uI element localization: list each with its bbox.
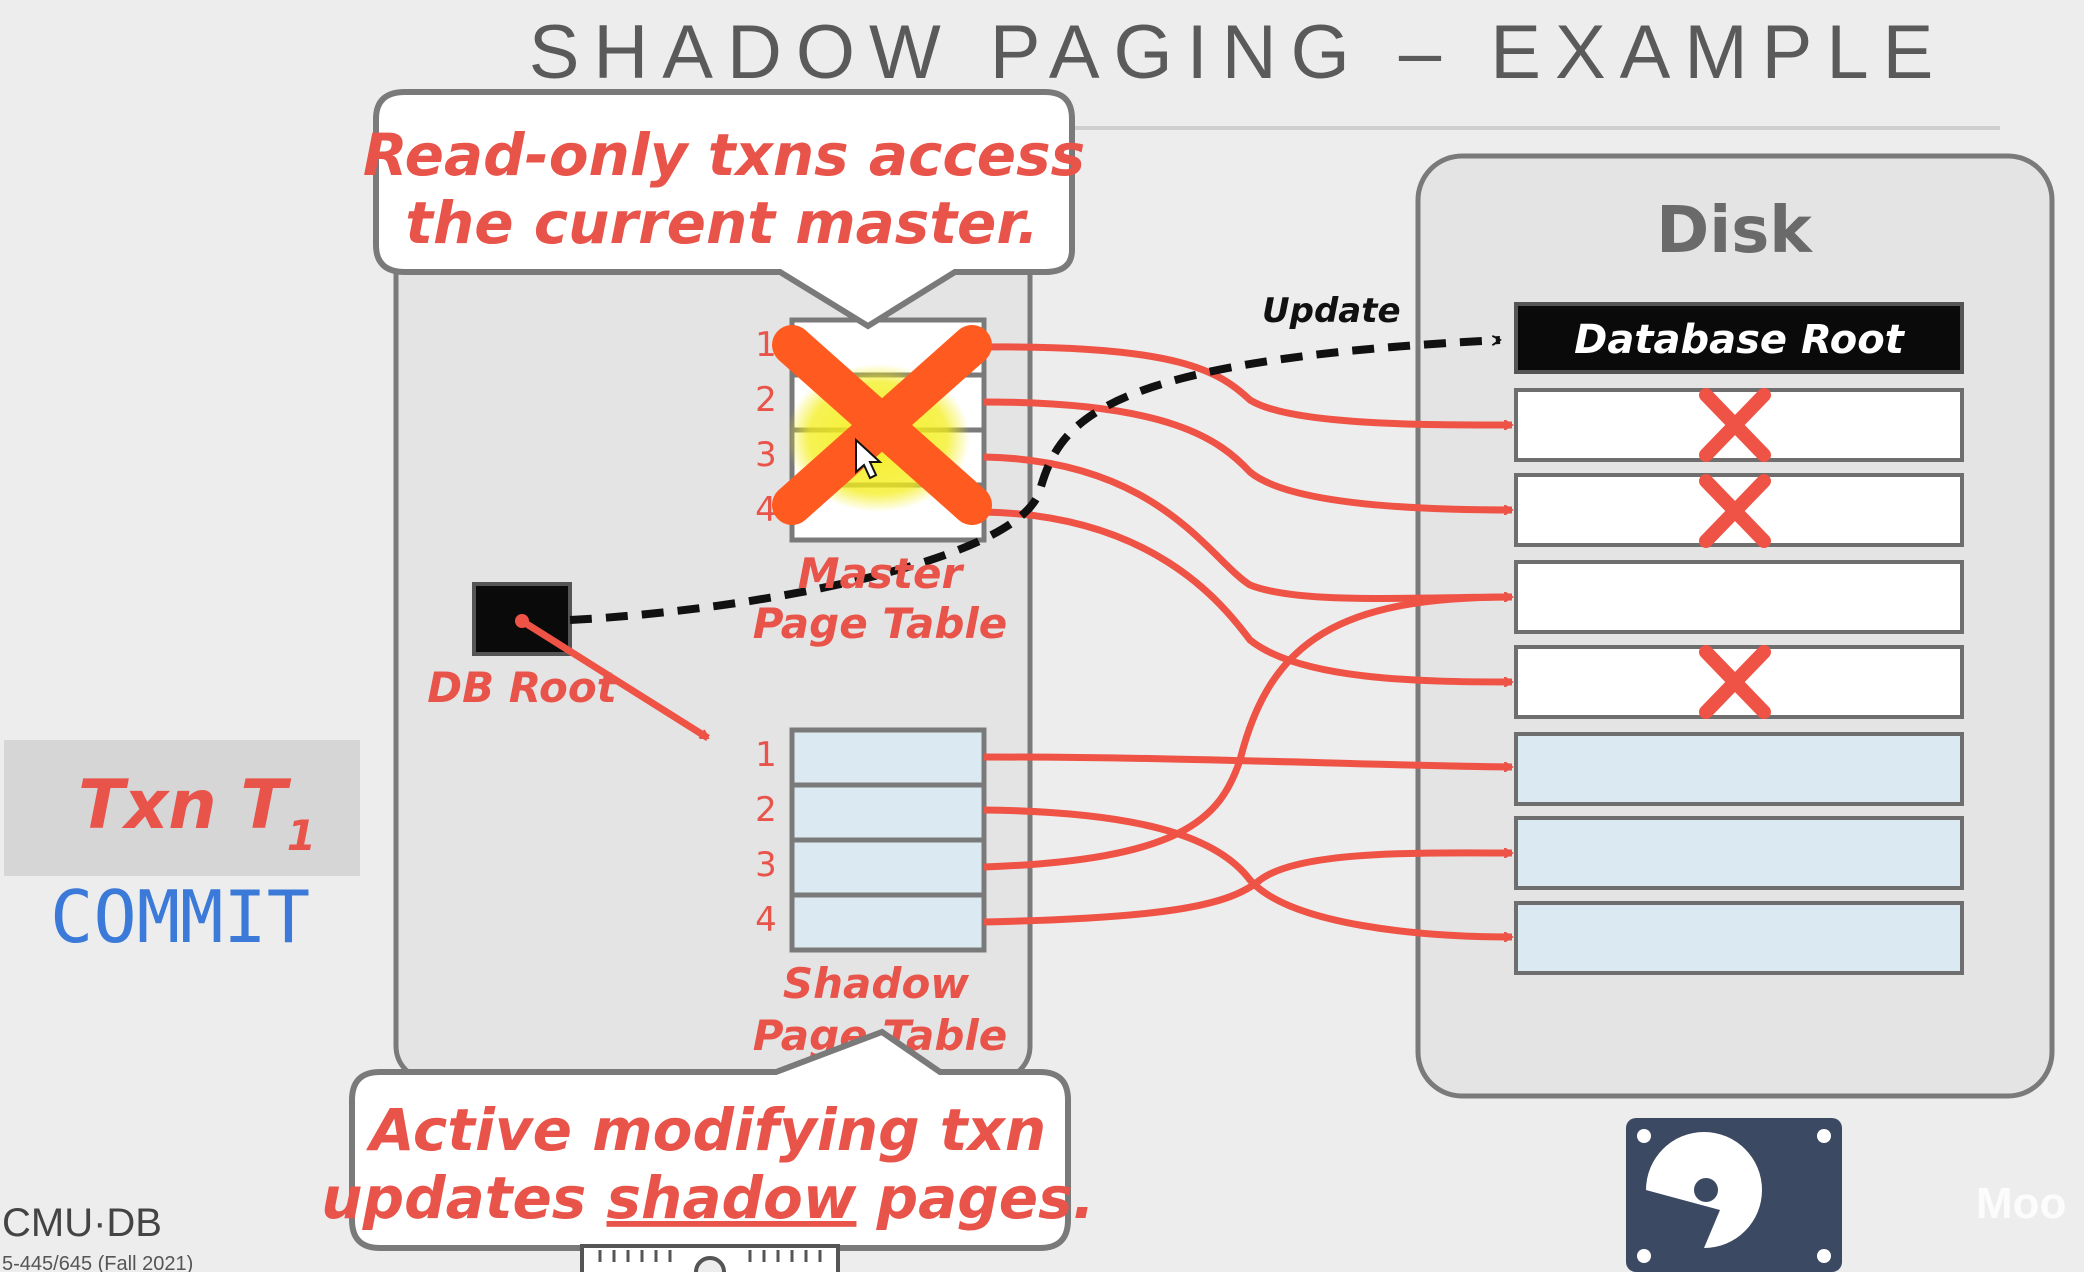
commit-label: COMMIT <box>50 875 310 959</box>
top-callout-bubble <box>373 89 1075 330</box>
disk-page-cross-marks <box>1699 388 1771 719</box>
bottom-callout-line1: Active modifying txn <box>366 1096 1046 1164</box>
master-table-cross-icon <box>772 325 992 525</box>
hard-drive-icon <box>1626 1118 1842 1272</box>
row-number: 2 <box>755 380 777 420</box>
cross-icon <box>1699 645 1771 719</box>
row-number: 4 <box>755 490 777 530</box>
database-root-page <box>1514 302 1964 374</box>
master-label-line1: Master <box>798 549 965 598</box>
row-number: 3 <box>755 845 777 885</box>
disk-page-5 <box>1514 732 1964 806</box>
master-label-line2: Page Table <box>753 599 1008 648</box>
shadow-pointer-arrows <box>983 597 1512 937</box>
shadow-page-table <box>789 727 987 953</box>
disk-page-7 <box>1514 901 1964 975</box>
mouse-pointer-icon <box>855 437 883 480</box>
master-pointer-arrows <box>983 343 1512 682</box>
bottom-callout-line2: updates shadow pages. <box>321 1164 1094 1232</box>
top-callout: Read-only txns access the current master… <box>363 89 1085 330</box>
course-label: 5-445/645 (Fall 2021) <box>2 1253 193 1272</box>
shadow-row-numbers: 1 2 3 4 <box>755 735 777 940</box>
disk-page-6 <box>1514 816 1964 890</box>
db-root-pointer-arrow <box>520 618 710 741</box>
master-row-numbers: 1 2 3 4 <box>755 325 777 530</box>
cross-icon <box>1699 388 1771 462</box>
db-root-label: DB Root <box>427 663 618 712</box>
bottom-callout: Active modifying txn updates shadow page… <box>321 1028 1095 1251</box>
update-dashed-arrow <box>569 340 1500 624</box>
arrow <box>983 853 1512 926</box>
row-number: 2 <box>755 790 777 830</box>
arrow <box>983 508 1512 682</box>
cmu-db-logo: CMU·DB <box>2 1201 162 1245</box>
txn-box <box>4 740 360 876</box>
arrow <box>983 398 1512 510</box>
disk-page-3 <box>1514 560 1964 634</box>
top-callout-line2: the current master. <box>405 189 1039 257</box>
top-callout-line1: Read-only txns access <box>363 121 1085 189</box>
shadow-label-line1: Shadow <box>783 959 969 1008</box>
memory-chip-icon <box>580 1244 840 1272</box>
row-number: 3 <box>755 435 777 475</box>
arrow <box>983 597 1512 871</box>
arrow <box>983 343 1512 425</box>
disk-title: Disk <box>1656 194 1813 268</box>
row-number: 4 <box>755 900 777 940</box>
arrow <box>983 806 1512 937</box>
watermark: Moo <box>1976 1179 2066 1228</box>
bottom-callout-bubble <box>349 1028 1071 1251</box>
database-root-label: Database Root <box>1574 317 1906 363</box>
row-number: 1 <box>755 325 777 365</box>
page-title: SHADOW PAGING – EXAMPLE <box>529 10 1948 95</box>
arrow <box>983 453 1512 603</box>
cross-icon <box>1699 474 1771 548</box>
txn-label: Txn T1 <box>78 766 316 860</box>
arrow <box>983 753 1512 767</box>
update-label: Update <box>1262 291 1401 331</box>
row-number: 1 <box>755 735 777 775</box>
